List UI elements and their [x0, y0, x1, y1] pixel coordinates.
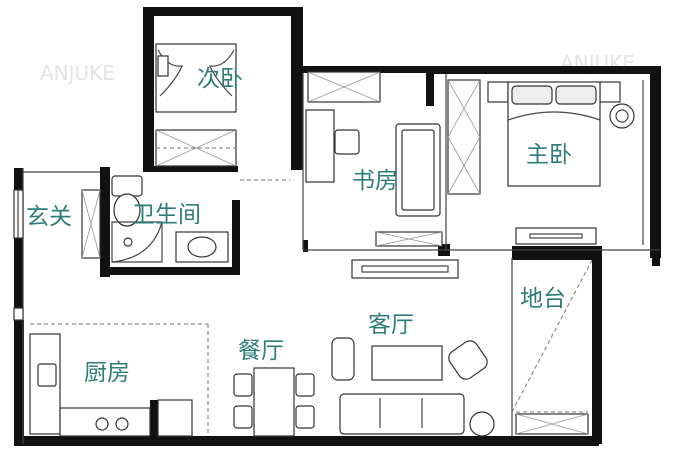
secondary-bedroom-furniture [155, 43, 237, 167]
study-furniture [305, 71, 443, 247]
room-label-dining-room: 餐厅 [238, 338, 284, 364]
room-label-master-bedroom: 主卧 [526, 142, 572, 168]
room-label-living-room: 客厅 [368, 312, 414, 338]
room-label-balcony: 地台 [520, 286, 566, 312]
room-label-bathroom: 卫生间 [132, 202, 201, 228]
thin-walls [22, 73, 660, 444]
room-label-study: 书房 [352, 168, 398, 194]
room-label-entrance: 玄关 [26, 204, 72, 230]
watermark: ANJUKE [40, 61, 115, 85]
master-bedroom-furniture [447, 79, 635, 245]
balcony-fixtures [511, 259, 593, 435]
room-label-kitchen: 厨房 [84, 360, 130, 386]
dining-furniture [233, 367, 315, 437]
bathroom-fixtures [81, 175, 229, 263]
living-room-furniture [331, 259, 495, 437]
room-label-secondary-bedroom: 次卧 [197, 66, 243, 92]
kitchen-fixtures [29, 333, 193, 437]
entrance-fixtures [13, 189, 24, 321]
